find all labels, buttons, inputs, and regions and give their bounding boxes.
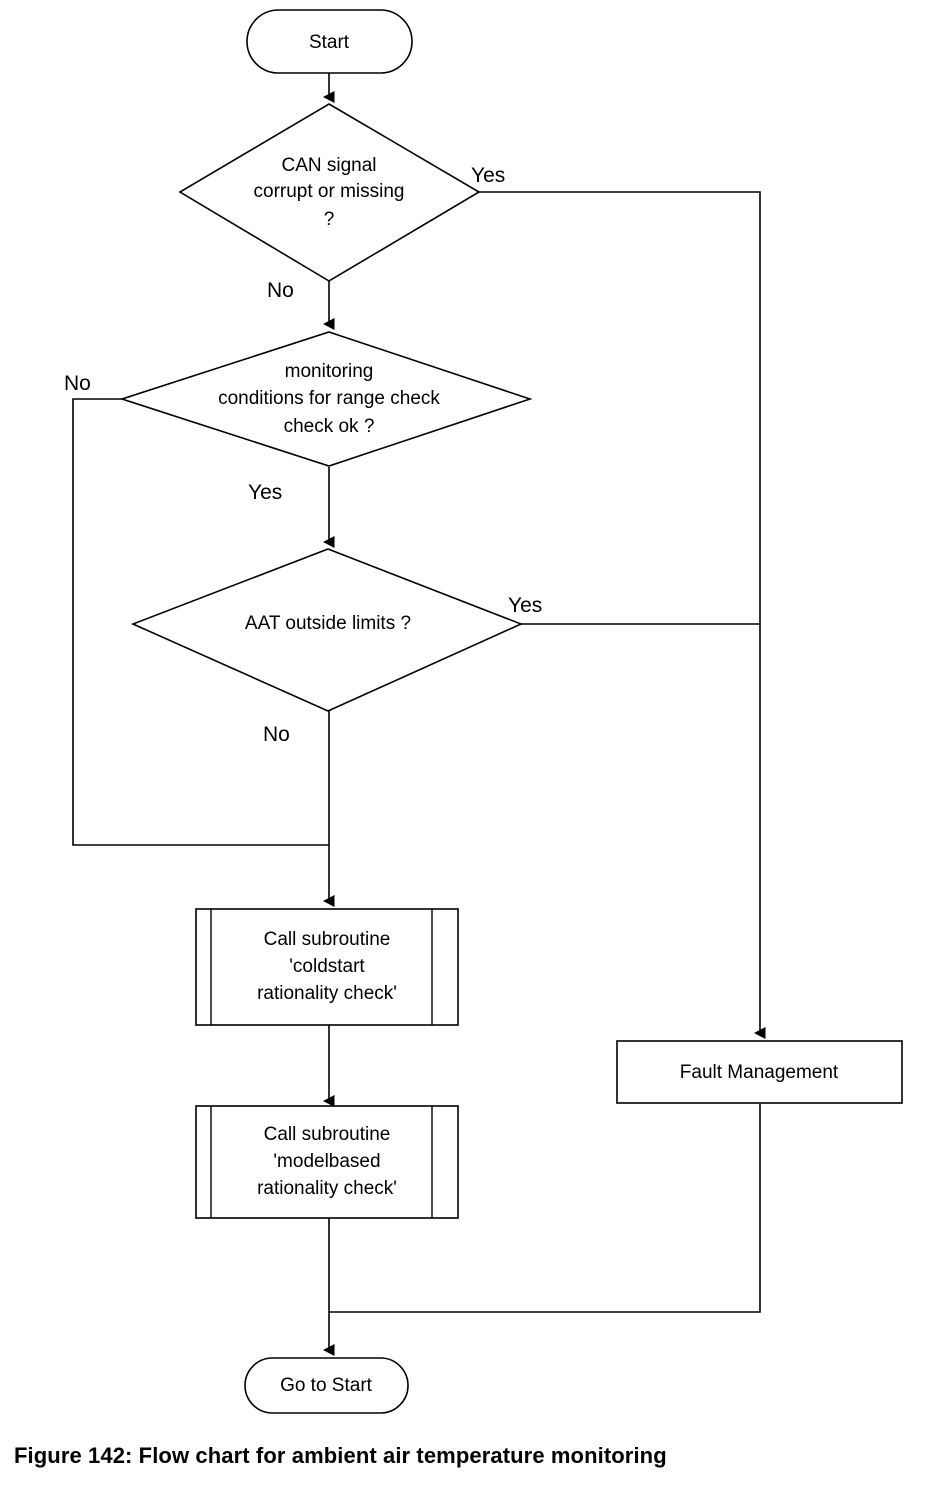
node-goto-start[interactable]: Go to Start bbox=[244, 1357, 409, 1414]
node-decision-aat-label: AAT outside limits ? bbox=[245, 613, 411, 634]
node-decision-monitoring-conditions[interactable]: monitoring conditions for range check ch… bbox=[119, 331, 533, 467]
node-decision-aat-outside-limits[interactable]: AAT outside limits ? bbox=[130, 548, 524, 712]
node-subroutine-modelbased-line2: 'modelbased bbox=[273, 1151, 380, 1172]
node-decision-monitoring-line3: check ok ? bbox=[284, 416, 375, 437]
node-subroutine-coldstart-line1: Call subroutine bbox=[264, 929, 391, 950]
edge-label-aat-no: No bbox=[263, 723, 290, 746]
connector-monitoring-no-bypass bbox=[72, 398, 329, 846]
node-subroutine-modelbased-line3: rationality check' bbox=[257, 1178, 397, 1199]
node-start[interactable]: Start bbox=[246, 9, 413, 74]
edge-label-monitoring-yes: Yes bbox=[248, 481, 282, 504]
node-decision-can-line2: corrupt or missing bbox=[254, 181, 405, 202]
connector-can-yes-to-fault bbox=[479, 191, 766, 1039]
edge-label-monitoring-no: No bbox=[64, 372, 91, 395]
edge-label-aat-yes: Yes bbox=[508, 594, 542, 617]
figure-caption: Figure 142: Flow chart for ambient air t… bbox=[14, 1443, 667, 1468]
node-decision-can-line1: CAN signal bbox=[281, 155, 376, 176]
node-subroutine-modelbased[interactable]: Call subroutine 'modelbased rationality … bbox=[195, 1105, 459, 1219]
node-fault-management-label: Fault Management bbox=[680, 1062, 839, 1083]
node-decision-monitoring-line2: conditions for range check bbox=[218, 388, 440, 409]
node-subroutine-coldstart-line3: rationality check' bbox=[257, 983, 397, 1004]
edge-label-can-no: No bbox=[267, 279, 294, 302]
edge-label-can-yes: Yes bbox=[471, 164, 505, 187]
node-subroutine-coldstart[interactable]: Call subroutine 'coldstart rationality c… bbox=[195, 908, 459, 1026]
node-subroutine-coldstart-line2: 'coldstart bbox=[289, 956, 365, 977]
connector-fault-to-goto-start bbox=[329, 1104, 761, 1313]
node-fault-management[interactable]: Fault Management bbox=[616, 1040, 903, 1104]
node-decision-monitoring-line1: monitoring bbox=[285, 361, 374, 382]
node-start-label: Start bbox=[309, 32, 350, 53]
node-goto-start-label: Go to Start bbox=[280, 1375, 373, 1396]
node-decision-can-signal[interactable]: CAN signal corrupt or missing ? bbox=[178, 103, 481, 282]
node-decision-can-line3: ? bbox=[324, 209, 335, 230]
node-subroutine-modelbased-line1: Call subroutine bbox=[264, 1124, 391, 1145]
